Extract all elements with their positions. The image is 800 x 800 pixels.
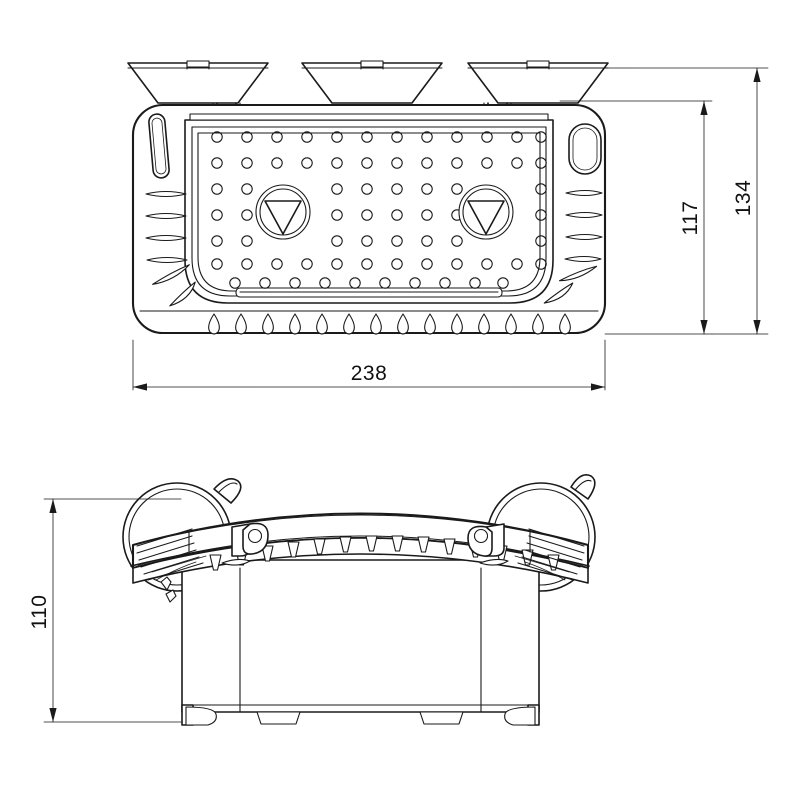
drain-valve-left [255,184,311,240]
arrow-top [753,68,761,82]
arrow-bottom [700,320,708,334]
dimension-height-overall: 110 [28,498,182,723]
rail-clip-right [221,558,509,566]
dimension-height-overall-label: 110 [28,595,51,630]
left-vent-slots [145,113,196,307]
arrow-bottom [753,320,761,334]
latch-eyelet-left [188,522,269,557]
latch-eyelet-right [467,523,531,557]
dimension-depth-overall-label: 134 [732,180,755,217]
drip-nubs-row [208,313,571,335]
dimension-width-overall: 238 [132,339,606,391]
rail-end-ribs-right [514,528,585,581]
arrow-bottom [49,708,57,722]
dimension-width-overall-label: 238 [351,362,388,385]
drain-valve-right [458,184,514,240]
top-view: 238 117 134 [127,60,769,391]
drain-hole-grid [211,131,547,289]
right-handle-slot [568,123,602,175]
left-handle-slot [148,113,170,179]
dimension-depth-overall: 134 [607,67,769,335]
foot-3 [419,711,464,725]
dimension-depth-body-label: 117 [679,201,702,236]
rail-teeth [209,535,560,571]
suction-tab-left [213,478,242,504]
arrow-right [591,383,605,391]
arrow-top [49,499,57,513]
suction-hook-2 [301,60,443,104]
dimension-depth-body: 117 [559,100,713,335]
front-view: 110 [28,474,596,726]
foot-2 [256,711,301,725]
right-vent-slots [543,123,603,304]
rail-clip-left [160,576,177,603]
feet-row [181,704,540,726]
body-shell [181,559,540,713]
rail-end-ribs-left [136,528,207,581]
arrow-top [700,101,708,115]
arrow-left [133,383,147,391]
